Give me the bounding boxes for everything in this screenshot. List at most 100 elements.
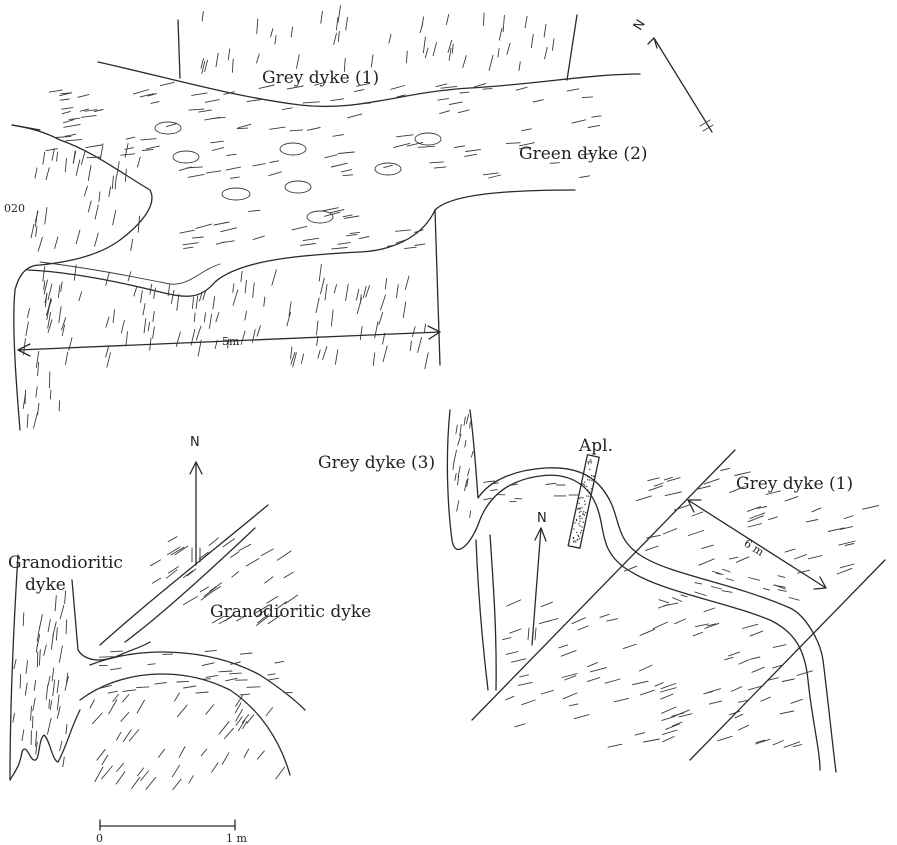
- foliation-stroke: [32, 716, 33, 728]
- foliation-stroke: [561, 651, 576, 657]
- foliation-stroke: [111, 651, 123, 652]
- width-label-6m: 6 m: [742, 537, 767, 559]
- foliation-stroke: [483, 173, 498, 175]
- foliation-stroke: [137, 700, 144, 713]
- foliation-stroke: [216, 242, 224, 244]
- foliation-stroke: [64, 124, 80, 127]
- foliation-stroke: [331, 310, 333, 326]
- foliation-stroke: [76, 160, 80, 176]
- foliation-stroke: [403, 302, 406, 318]
- foliation-stroke: [50, 390, 51, 399]
- foliation-stroke: [729, 652, 740, 656]
- foliation-stroke: [795, 555, 807, 559]
- aplite-stipple: [579, 521, 581, 523]
- foliation-stroke: [184, 686, 196, 688]
- foliation-stroke: [319, 265, 321, 282]
- foliation-stroke: [498, 49, 499, 57]
- foliation-stroke: [632, 681, 648, 685]
- foliation-stroke: [59, 646, 62, 663]
- foliation-stroke: [187, 167, 203, 168]
- foliation-stroke: [228, 49, 229, 60]
- foliation-stroke: [237, 128, 248, 129]
- foliation-stroke: [522, 700, 535, 705]
- foliation-stroke: [709, 701, 721, 704]
- foliation-stroke: [455, 146, 465, 148]
- foliation-stroke: [661, 684, 676, 689]
- foliation-stroke: [55, 237, 58, 249]
- foliation-stroke: [510, 629, 521, 633]
- foliation-stroke: [206, 705, 214, 715]
- foliation-stroke: [59, 307, 61, 323]
- foliation-stroke: [26, 322, 29, 336]
- foliation-stroke: [153, 311, 154, 321]
- foliation-stroke: [747, 507, 760, 512]
- foliation-stroke: [541, 602, 553, 607]
- foliation-stroke: [840, 564, 854, 568]
- foliation-stroke: [194, 313, 195, 322]
- foliation-stroke: [749, 578, 760, 581]
- foliation-stroke: [196, 326, 201, 340]
- aplite-stipple: [586, 495, 588, 497]
- foliation-stroke: [837, 568, 852, 574]
- foliation-stroke: [151, 102, 159, 104]
- foliation-stroke: [430, 162, 444, 163]
- grey-dyke-3-inner-contact: [470, 410, 836, 772]
- foliation-stroke: [36, 227, 37, 237]
- foliation-stroke: [436, 84, 447, 87]
- foliation-stroke: [46, 149, 58, 151]
- green-dyke-2-label: Green dyke (2): [519, 144, 648, 164]
- foliation-stroke: [475, 84, 486, 87]
- foliation-stroke: [672, 722, 682, 726]
- foliation-stroke: [268, 678, 279, 680]
- grey-dyke-3-label: Grey dyke (3): [318, 453, 435, 473]
- foliation-stroke: [512, 659, 526, 662]
- north-arrow-bottom-right: [528, 528, 546, 645]
- foliation-stroke: [233, 290, 238, 306]
- grey-dyke-1-label: Grey dyke (1): [262, 68, 379, 88]
- foliation-stroke: [726, 579, 733, 581]
- foliation-stroke: [778, 576, 785, 578]
- foliation-stroke: [81, 115, 96, 117]
- foliation-stroke: [31, 224, 34, 237]
- foliation-stroke: [863, 506, 879, 510]
- aplite-stipple: [591, 480, 593, 482]
- foliation-stroke: [202, 663, 214, 666]
- foliation-stroke: [653, 622, 668, 629]
- foliation-stroke: [307, 128, 320, 131]
- foliation-stroke: [452, 44, 453, 53]
- foliation-stroke: [211, 141, 224, 143]
- foliation-stroke: [125, 169, 126, 181]
- foliation-stroke: [290, 130, 302, 131]
- foliation-stroke: [784, 742, 800, 748]
- foliation-stroke: [721, 468, 730, 470]
- foliation-stroke: [491, 490, 498, 491]
- foliation-stroke: [253, 164, 265, 166]
- foliation-stroke: [489, 175, 501, 178]
- foliation-stroke: [735, 714, 743, 718]
- foliation-stroke: [587, 677, 600, 681]
- foliation-stroke: [348, 114, 362, 118]
- foliation-stroke: [56, 136, 71, 137]
- foliation-stroke: [154, 288, 156, 299]
- foliation-stroke: [58, 285, 60, 297]
- foliation-stroke: [533, 100, 543, 102]
- foliation-stroke: [729, 557, 737, 559]
- foliation-stroke: [572, 618, 585, 624]
- foliation-stroke: [797, 671, 812, 676]
- scale-bar-1m: [100, 820, 235, 830]
- foliation-stroke: [63, 757, 65, 767]
- foliation-stroke: [46, 168, 49, 180]
- foliation-stroke: [44, 645, 47, 656]
- foliation-stroke: [192, 297, 193, 308]
- host-rock-right-edge: [435, 210, 440, 365]
- foliation-stroke: [196, 692, 208, 693]
- foliation-stroke: [331, 99, 344, 101]
- foliation-stroke: [780, 711, 794, 714]
- foliation-stroke: [106, 346, 109, 357]
- foliation-stroke: [57, 695, 59, 710]
- foliation-stroke: [373, 353, 374, 366]
- foliation-stroke: [301, 354, 303, 363]
- foliation-stroke: [160, 82, 174, 85]
- foliation-stroke: [663, 737, 674, 742]
- foliation-stroke: [465, 154, 477, 156]
